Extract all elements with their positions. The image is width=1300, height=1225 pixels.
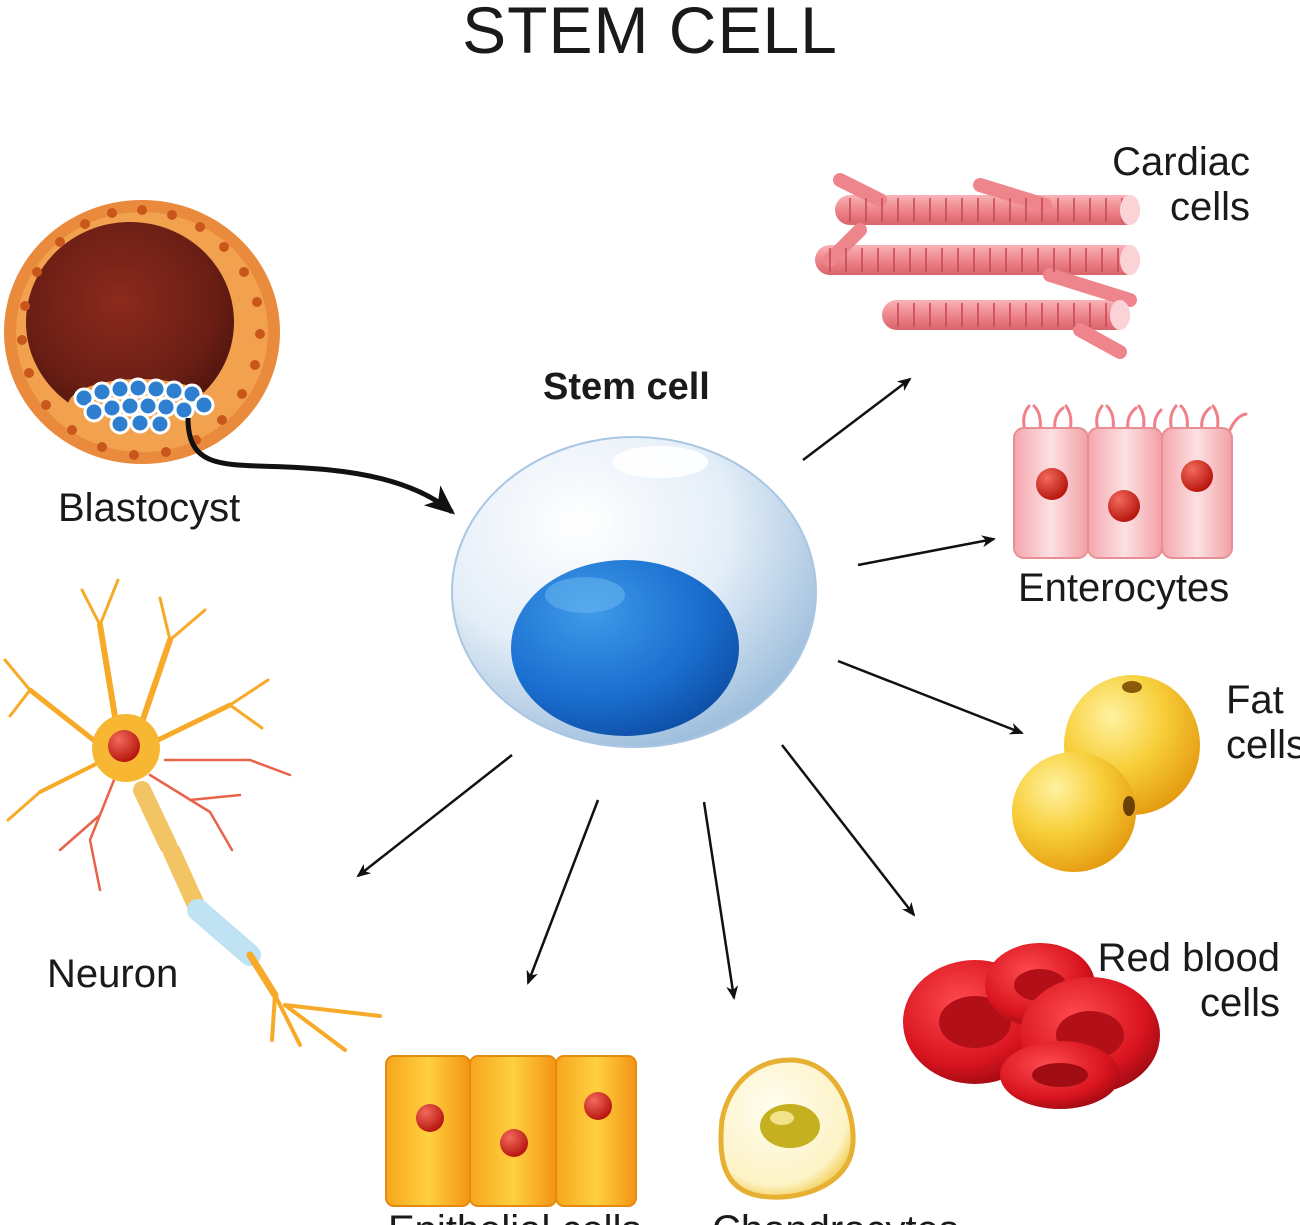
blastocyst-arrow bbox=[185, 417, 456, 515]
differentiation-arrows bbox=[356, 377, 1024, 1000]
neuron-illustration bbox=[3, 578, 382, 1052]
red-blood-cells-illustration bbox=[903, 943, 1160, 1109]
cardiac-cells-label: Cardiac cells bbox=[1100, 140, 1250, 230]
cardiac-label-line-1: Cardiac bbox=[1112, 140, 1250, 184]
epithelial-cells-illustration bbox=[385, 1055, 637, 1207]
fat-cells-illustration bbox=[1012, 675, 1200, 872]
cardiac-label-line-2: cells bbox=[1169, 184, 1250, 229]
enterocytes-illustration bbox=[1013, 404, 1248, 559]
chondrocyte-illustration bbox=[718, 1057, 856, 1200]
arrow-to-cardiac bbox=[802, 377, 912, 461]
arrow-to-neuron bbox=[356, 754, 513, 878]
blastocyst-label: Blastocyst bbox=[58, 486, 241, 530]
stem-cell-label: Stem cell bbox=[543, 366, 710, 408]
fat-label-line-1: Fat bbox=[1226, 678, 1284, 722]
rbc-label-line-2: cells bbox=[1199, 980, 1280, 1025]
arrow-to-red-blood bbox=[781, 744, 916, 917]
rbc-label-line-1: Red blood bbox=[1097, 936, 1280, 980]
neuron-label: Neuron bbox=[47, 952, 179, 996]
red-blood-cells-label: Red blood cells bbox=[1080, 936, 1280, 1026]
enterocytes-label: Enterocytes bbox=[1018, 566, 1230, 610]
diagram-title: STEM CELL bbox=[462, 0, 838, 67]
arrow-to-epithelial bbox=[526, 799, 600, 985]
fat-label-line-2: cells bbox=[1226, 722, 1300, 767]
arrow-to-chondrocytes bbox=[702, 801, 739, 1000]
chondrocytes-label: Chondrocytes bbox=[712, 1208, 959, 1225]
stem-cell-illustration bbox=[451, 436, 817, 748]
arrow-to-fat bbox=[837, 659, 1024, 735]
cardiac-cells-illustration bbox=[815, 173, 1140, 359]
fat-cells-label: Fat cells bbox=[1226, 678, 1300, 768]
epithelial-cells-label: Epithelial cells bbox=[388, 1208, 641, 1225]
arrow-to-enterocytes bbox=[857, 535, 996, 567]
blastocyst-illustration bbox=[4, 200, 280, 464]
